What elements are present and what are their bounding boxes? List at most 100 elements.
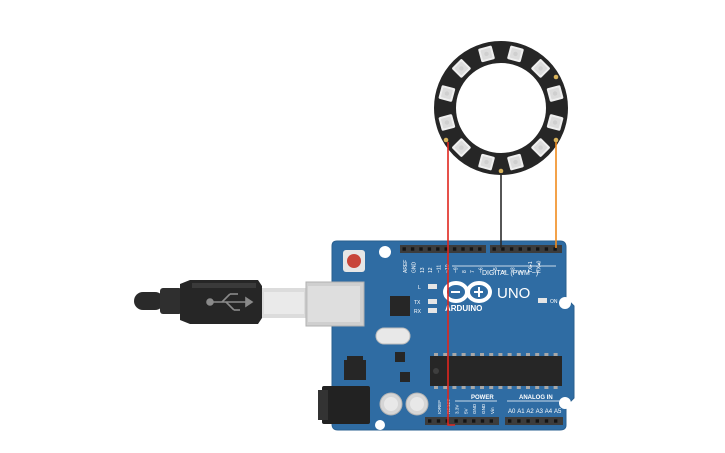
usb-cable-strain-relief [134,292,164,310]
header-pin-hole[interactable] [419,247,423,251]
chip-pin [489,353,494,356]
power-header[interactable] [425,417,499,425]
chip-pin [480,386,484,389]
header-pin-hole[interactable] [526,419,530,423]
mount-hole-top-right [559,297,571,309]
analog-pin-label: A3 [536,409,544,415]
analog-pin-label: A5 [554,409,562,415]
chip-pin [516,353,521,356]
header-pin-hole[interactable] [501,247,505,251]
tx-led: TX [414,299,437,306]
capacitor-2-top [410,397,424,411]
usb-cable[interactable] [134,280,306,324]
on-led-label: ON [550,299,558,305]
header-pin-hole[interactable] [402,247,406,251]
power-section-label: POWER [471,395,494,401]
header-pin-hole[interactable] [544,247,549,251]
analog-pin-label: A2 [526,409,534,415]
neopixel-led [478,153,495,171]
arduino-brand-text: ARDUINO [445,304,482,313]
pin-label: GND [411,262,417,274]
neopixel-led [438,85,456,102]
ring-pin-in[interactable] [553,137,559,143]
dc-power-jack[interactable] [322,386,370,424]
header-pin-hole[interactable] [469,247,474,251]
header-pin-hole[interactable] [527,247,531,251]
uno-model-text: UNO [497,285,530,302]
pin-label: ~3 [510,267,516,273]
header-pin-hole[interactable] [472,419,476,423]
mount-hole-bottom-left [375,420,385,430]
pin-label: 5V [463,407,468,414]
header-pin-hole[interactable] [489,419,493,423]
header-pin-hole[interactable] [508,419,512,423]
pin-label: ~5 [493,267,499,273]
reset-button[interactable] [347,254,361,268]
analog-header[interactable] [505,417,563,425]
arduino-uno-board[interactable]: L TX RX ON ARDUINO UNO [305,240,575,431]
ring-pin-gnd[interactable] [498,168,504,174]
chip-pin [498,386,503,389]
chip-pin [553,386,558,389]
ring-pin-out [553,74,559,80]
pin-label: 7 [470,270,476,273]
header-pin-hole[interactable] [410,247,415,251]
neopixel-ring[interactable] [434,41,568,175]
header-pin-hole[interactable] [554,419,558,423]
pin-label: 12 [428,267,434,273]
chip-pin [452,386,457,389]
chip-pin [470,386,475,389]
header-pin-hole[interactable] [452,247,457,251]
neopixel-led [438,114,456,131]
header-pin-hole[interactable] [517,419,521,423]
usb-symbol-icon [206,293,254,311]
small-ic [395,352,405,362]
neopixel-led [546,85,564,102]
header-pin-hole[interactable] [480,419,485,423]
header-pin-hole[interactable] [553,247,557,251]
header-pin-hole[interactable] [509,247,514,251]
chip-pin [443,386,448,389]
header-pin-hole[interactable] [428,419,432,423]
power-wire[interactable] [447,142,455,426]
pin-label: 13 [420,267,426,273]
header-pin-hole[interactable] [536,247,540,251]
atmega-chip [430,353,562,389]
l-led: L [418,284,437,291]
digital-header-left[interactable] [400,245,486,253]
digital-header-holes [402,247,557,251]
header-pin-hole[interactable] [427,247,432,251]
header-pin-hole[interactable] [436,247,440,251]
chip-pin [461,353,466,356]
pin-label: Vin [490,407,495,414]
chip-pin [489,386,494,389]
header-pin-hole[interactable] [544,419,549,423]
pin-label: TX▸1 [528,261,534,273]
header-pin-hole[interactable] [518,247,522,251]
mount-hole-bottom-right [559,397,571,409]
ring-pin-pwr[interactable] [443,137,449,143]
rx-led: RX [414,308,437,315]
chip-pin [507,353,512,356]
chip-pin [516,386,521,389]
header-pin-hole[interactable] [535,419,539,423]
digital-header-right[interactable] [490,245,562,253]
header-pin-hole[interactable] [436,419,441,423]
pin-label: GND [472,403,477,414]
regulator-tab [347,356,363,361]
neopixel-led [507,45,524,63]
header-pin-hole[interactable] [492,247,496,251]
usb-chip [390,296,410,316]
regulator [344,360,366,380]
header-pin-hole[interactable] [461,247,465,251]
usb-socket-face [308,286,360,322]
chip-pin [526,353,530,356]
header-pin-hole[interactable] [454,419,458,423]
header-pin-hole[interactable] [463,419,467,423]
chip-pin [553,353,558,356]
dc-power-jack-face [318,390,328,420]
header-pin-hole[interactable] [444,247,448,251]
header-pin-hole[interactable] [478,247,482,251]
